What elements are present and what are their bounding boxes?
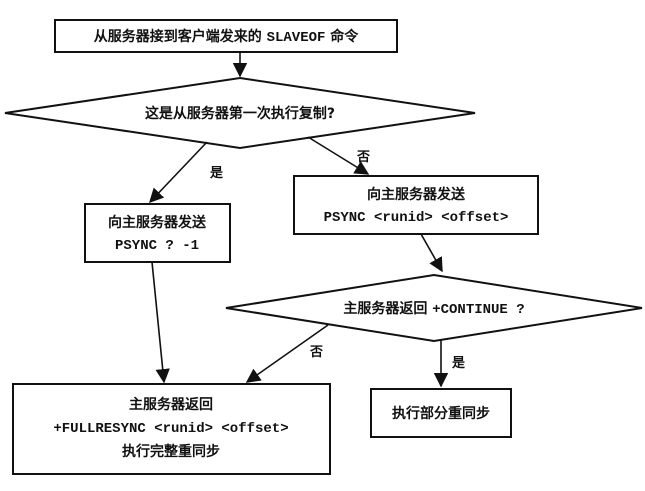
first-time-decision-text: 这是从服务器第一次执行复制? bbox=[145, 105, 335, 122]
first-time-decision: 这是从服务器第一次执行复制? bbox=[4, 76, 476, 150]
partial-resync-node: 执行部分重同步 bbox=[370, 388, 512, 438]
continue-decision-text: 主服务器返回 bbox=[343, 300, 432, 317]
full-resync-line2: +FULLRESYNC <runid> <offset> bbox=[53, 421, 288, 437]
start-node: 从服务器接到客户端发来的 SLAVEOF 命令 bbox=[54, 19, 398, 53]
label-first-yes: 是 bbox=[209, 166, 224, 181]
send-full-line2: PSYNC ? -1 bbox=[115, 238, 199, 254]
start-prefix: 从服务器接到客户端发来的 bbox=[94, 28, 267, 45]
full-resync-line3: 执行完整重同步 bbox=[122, 443, 220, 460]
svg-text:从服务器接到客户端发来的 SLAVEOF 命令: 从服务器接到客户端发来的 SLAVEOF 命令 bbox=[94, 28, 360, 46]
send-full-line1: 向主服务器发送 bbox=[108, 214, 207, 231]
continue-decision: 主服务器返回 +CONTINUE ? bbox=[225, 273, 643, 343]
start-code: SLAVEOF bbox=[267, 30, 326, 46]
start-suffix: 命令 bbox=[325, 28, 359, 45]
full-resync-line1: 主服务器返回 bbox=[129, 396, 213, 413]
continue-decision-code: +CONTINUE ? bbox=[432, 302, 524, 318]
send-partial-psync-node: 向主服务器发送 PSYNC <runid> <offset> bbox=[293, 175, 539, 235]
arrow-first-no bbox=[307, 136, 370, 175]
arrow-continue-no bbox=[245, 324, 329, 383]
partial-resync-text: 执行部分重同步 bbox=[392, 405, 490, 422]
label-continue-yes: 是 bbox=[451, 356, 466, 371]
arrow-partial-to-decision bbox=[420, 233, 443, 273]
label-continue-no: 否 bbox=[309, 345, 323, 360]
send-partial-line1: 向主服务器发送 bbox=[367, 186, 466, 203]
arrow-first-yes bbox=[149, 141, 208, 204]
send-partial-line2: PSYNC <runid> <offset> bbox=[324, 210, 509, 226]
svg-text:主服务器返回 +CONTINUE ?: 主服务器返回 +CONTINUE ? bbox=[343, 300, 524, 318]
arrow-full-to-resync bbox=[151, 261, 170, 384]
label-first-no: 否 bbox=[356, 150, 370, 165]
send-full-psync-node: 向主服务器发送 PSYNC ? -1 bbox=[84, 203, 231, 263]
full-resync-node: 主服务器返回 +FULLRESYNC <runid> <offset> 执行完整… bbox=[12, 383, 331, 475]
